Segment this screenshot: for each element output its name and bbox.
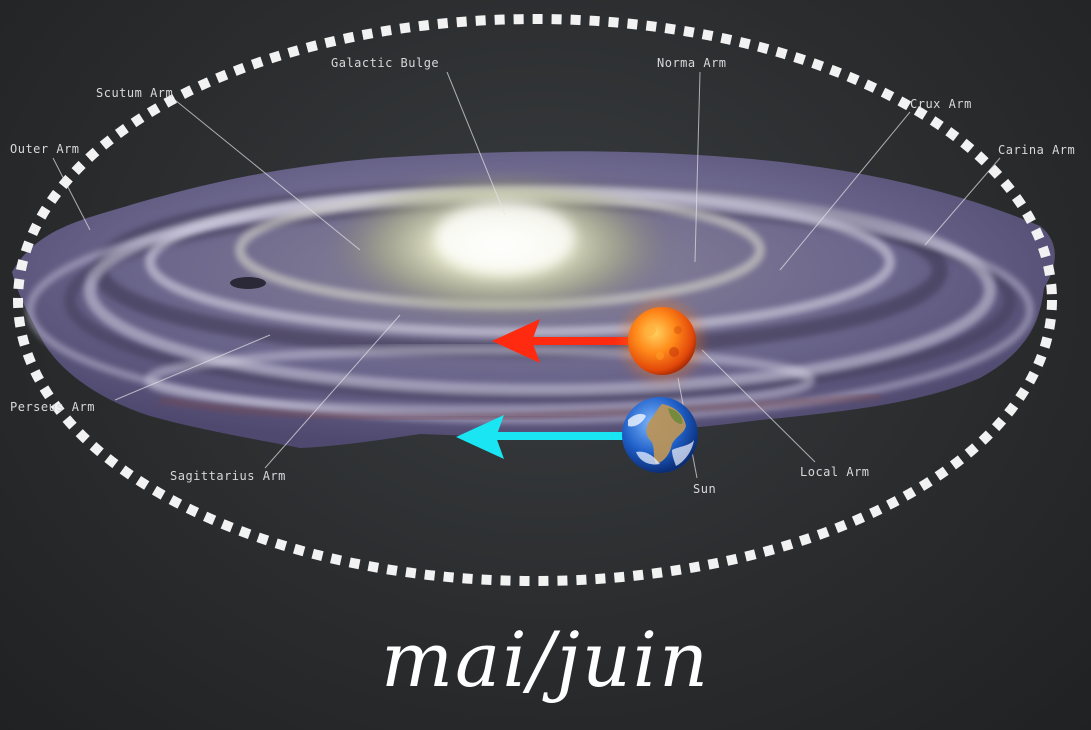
label-leader-lines <box>52 71 1001 479</box>
orbit-ellipse <box>13 14 1057 586</box>
galaxy-disk <box>12 151 1055 448</box>
label-scutum-arm: Scutum Arm <box>96 86 174 100</box>
label-perseus-arm: Perseus Arm <box>10 400 95 414</box>
label-carina-arm: Carina Arm <box>998 143 1076 157</box>
label-norma-arm: Norma Arm <box>657 56 727 70</box>
earth-icon <box>622 397 698 473</box>
label-sagittarius-arm: Sagittarius Arm <box>170 469 286 483</box>
label-sun: Sun <box>693 482 717 496</box>
caption-text: mai/juin <box>380 615 711 704</box>
label-galactic-bulge: Galactic Bulge <box>331 56 440 70</box>
sun-motion-arrow <box>492 319 640 363</box>
sun-icon <box>622 301 702 381</box>
label-local-arm: Local Arm <box>800 465 870 479</box>
label-outer-arm: Outer Arm <box>10 142 80 156</box>
label-crux-arm: Crux Arm <box>910 97 972 111</box>
